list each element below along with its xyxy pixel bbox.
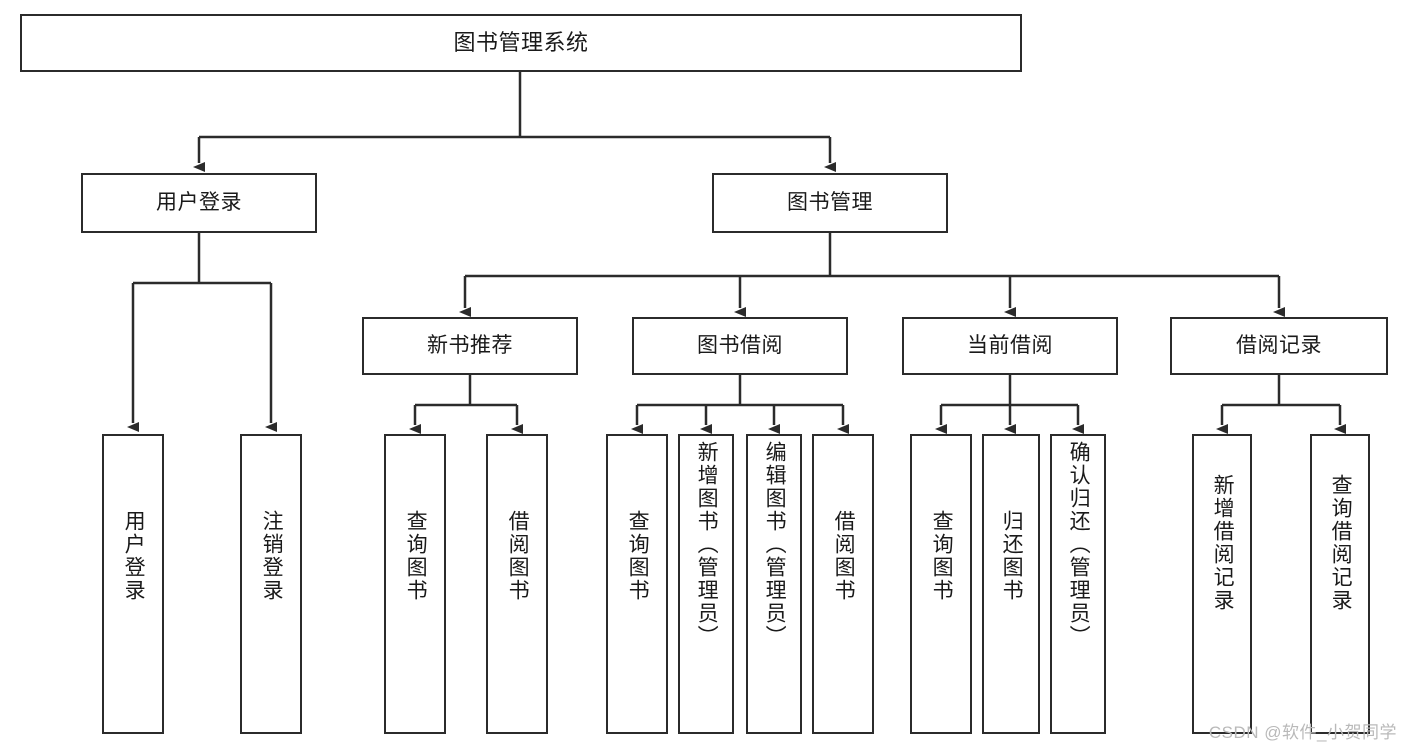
- leaf-bb-add-book-label: 新增图书（管理员）: [695, 441, 719, 648]
- leaf-bb-query-book-label: 查询图书: [626, 510, 650, 602]
- node-borrow-record-label: 借阅记录: [1236, 333, 1322, 357]
- leaf-cb-confirm-return-label: 确认归还（管理员）: [1067, 441, 1091, 648]
- leaf-user-login[interactable]: 用户登录: [102, 434, 164, 734]
- leaf-cb-query-book-label: 查询图书: [930, 510, 954, 602]
- leaf-logout[interactable]: 注销登录: [240, 434, 302, 734]
- node-borrow-record[interactable]: 借阅记录: [1170, 317, 1388, 375]
- leaf-br-query-record-label: 查询借阅记录: [1329, 474, 1353, 612]
- leaf-nb-borrow-book-label: 借阅图书: [506, 510, 530, 602]
- node-user-login[interactable]: 用户登录: [81, 173, 317, 233]
- leaf-cb-query-book[interactable]: 查询图书: [910, 434, 972, 734]
- node-root-system-label: 图书管理系统: [453, 30, 589, 56]
- leaf-br-query-record[interactable]: 查询借阅记录: [1310, 434, 1370, 734]
- leaf-bb-borrow-book-label: 借阅图书: [832, 510, 856, 602]
- node-new-book-recommend[interactable]: 新书推荐: [362, 317, 578, 375]
- node-book-borrow[interactable]: 图书借阅: [632, 317, 848, 375]
- leaf-cb-return-book[interactable]: 归还图书: [982, 434, 1040, 734]
- node-new-book-recommend-label: 新书推荐: [427, 333, 513, 357]
- leaf-nb-query-book[interactable]: 查询图书: [384, 434, 446, 734]
- leaf-cb-confirm-return[interactable]: 确认归还（管理员）: [1050, 434, 1106, 734]
- node-book-borrow-label: 图书借阅: [697, 333, 783, 357]
- leaf-nb-query-book-label: 查询图书: [404, 510, 428, 602]
- leaf-cb-return-book-label: 归还图书: [1000, 510, 1024, 602]
- node-user-login-label: 用户登录: [156, 190, 242, 214]
- leaf-bb-add-book[interactable]: 新增图书（管理员）: [678, 434, 734, 734]
- leaf-br-add-record-label: 新增借阅记录: [1211, 474, 1235, 612]
- leaf-br-add-record[interactable]: 新增借阅记录: [1192, 434, 1252, 734]
- leaf-bb-borrow-book[interactable]: 借阅图书: [812, 434, 874, 734]
- leaf-bb-edit-book-label: 编辑图书（管理员）: [763, 441, 787, 648]
- node-book-manage-label: 图书管理: [787, 190, 873, 214]
- leaf-user-login-label: 用户登录: [122, 510, 146, 602]
- node-book-manage[interactable]: 图书管理: [712, 173, 948, 233]
- leaf-bb-query-book[interactable]: 查询图书: [606, 434, 668, 734]
- node-root-system[interactable]: 图书管理系统: [20, 14, 1022, 72]
- leaf-nb-borrow-book[interactable]: 借阅图书: [486, 434, 548, 734]
- node-current-borrow[interactable]: 当前借阅: [902, 317, 1118, 375]
- leaf-bb-edit-book[interactable]: 编辑图书（管理员）: [746, 434, 802, 734]
- leaf-logout-label: 注销登录: [260, 510, 284, 602]
- node-current-borrow-label: 当前借阅: [967, 333, 1053, 357]
